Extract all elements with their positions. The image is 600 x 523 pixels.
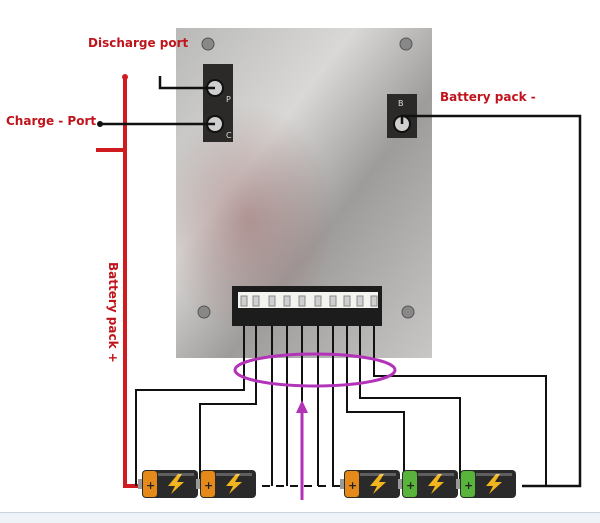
connector-pin	[268, 295, 276, 307]
balance-wire-2	[199, 326, 257, 486]
battery-pack-negative-label: Battery pack -	[440, 90, 536, 104]
balance-leads-ellipse	[233, 352, 397, 388]
connector-pin	[283, 295, 291, 307]
discharge-port-wire	[158, 76, 215, 90]
battery-shine	[360, 473, 396, 476]
lightning-icon	[226, 474, 242, 494]
pad-letter-p: P	[226, 95, 231, 104]
battery-plus-sign: +	[406, 479, 415, 492]
battery-band	[201, 471, 215, 497]
connector-pin	[343, 295, 351, 307]
screw-bottom-right-icon	[401, 305, 415, 319]
bms-board: P C B	[176, 28, 432, 358]
discharge-port-label: Discharge port	[88, 36, 189, 50]
battery-band	[345, 471, 359, 497]
connector-pin	[298, 295, 306, 307]
battery-shine	[158, 473, 194, 476]
connector-pin	[329, 295, 337, 307]
balance-wire-1	[135, 326, 245, 486]
charge-terminal-dot	[97, 121, 103, 127]
balance-wire-10	[373, 326, 547, 486]
battery-terminal	[340, 479, 345, 489]
wiring	[96, 74, 582, 488]
connector-pin	[314, 295, 322, 307]
lightning-icon	[168, 474, 184, 494]
connector-pin	[356, 295, 364, 307]
battery-terminal	[138, 479, 143, 489]
battery-shine	[418, 473, 454, 476]
battery-cell: +	[456, 470, 516, 498]
battery-cell: +	[138, 470, 198, 498]
battery-cell: +	[340, 470, 400, 498]
battery-terminal	[456, 479, 461, 489]
connector-pin	[240, 295, 248, 307]
charge-port-label: Charge - Port	[6, 114, 97, 128]
battery-terminal	[398, 479, 403, 489]
balance-arrow	[296, 400, 308, 500]
battery-band	[461, 471, 475, 497]
battery-plus-sign: +	[348, 479, 357, 492]
lightning-icon	[486, 474, 502, 494]
pad-letter-b: B	[398, 99, 404, 108]
arrow-head-icon	[296, 400, 308, 413]
battery-band	[403, 471, 417, 497]
battery-band	[143, 471, 157, 497]
balance-wire-9	[359, 326, 461, 486]
bottom-crop-edge	[0, 512, 600, 523]
battery-terminal	[196, 479, 201, 489]
screw-bottom-left-icon	[197, 305, 211, 319]
pack-negative-wire	[400, 114, 582, 488]
positive-terminal-dot	[122, 74, 128, 80]
battery-plus-sign: +	[146, 479, 155, 492]
screw-top-left-icon	[201, 37, 215, 51]
balance-wire-8	[346, 326, 405, 486]
pad-letter-c: C	[226, 131, 232, 140]
battery-pack-positive-label: Battery pack +	[106, 262, 120, 363]
screw-top-right-icon	[399, 37, 413, 51]
lightning-icon	[428, 474, 444, 494]
battery-cells: + + + + +	[138, 470, 516, 498]
battery-shine	[216, 473, 252, 476]
battery-cell: +	[398, 470, 458, 498]
battery-cell: +	[196, 470, 256, 498]
balance-connector-pins	[240, 295, 378, 307]
battery-plus-sign: +	[204, 479, 213, 492]
connector-pin	[370, 295, 378, 307]
lightning-icon	[370, 474, 386, 494]
connector-pin	[252, 295, 260, 307]
pack-positive-wire	[123, 77, 142, 488]
battery-shine	[476, 473, 512, 476]
battery-plus-sign: +	[464, 479, 473, 492]
